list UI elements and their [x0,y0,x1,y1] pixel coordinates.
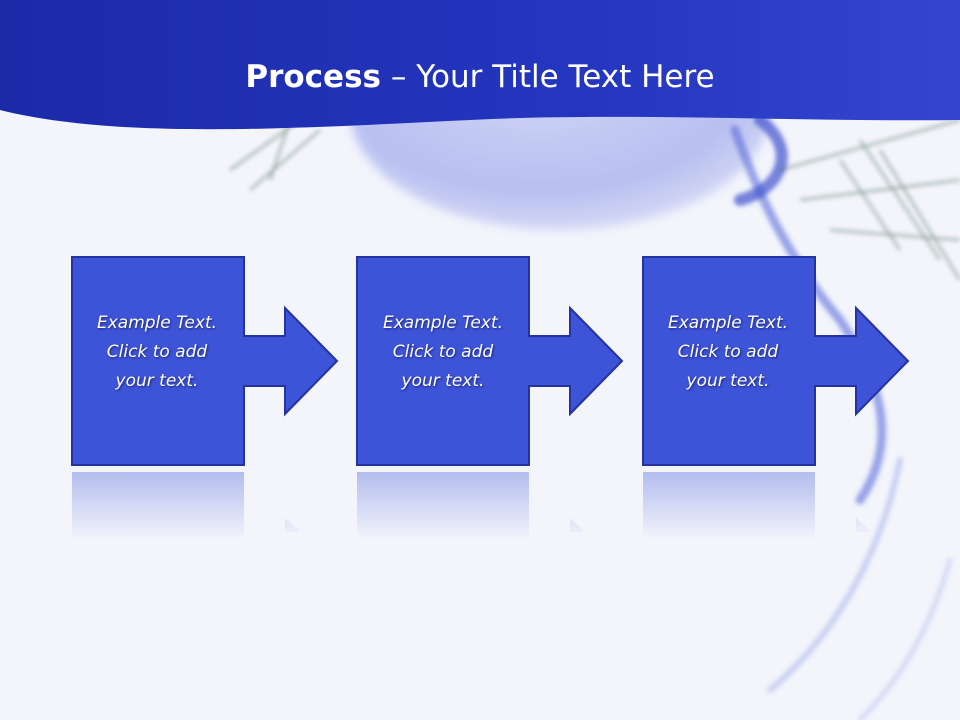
step-1-text[interactable]: Example Text. Click to add your text. [96,313,218,391]
title-bold-part: Process [245,59,381,95]
step-1-reflection [72,472,300,540]
process-step-3[interactable] [642,256,910,540]
step-3-reflection [643,472,871,540]
title-rest-part: – Your Title Text Here [381,59,715,95]
step-3-arrow-shape [642,256,910,466]
step-2-text[interactable]: Example Text. Click to add your text. [382,313,504,391]
step-2-arrow-shape [356,256,624,466]
process-step-1[interactable] [71,256,339,540]
pine-branch-image [229,119,960,281]
process-step-2[interactable] [356,256,624,540]
step-2-reflection [357,472,585,540]
slide-title[interactable]: Process – Your Title Text Here [0,52,960,102]
ribbon-image [730,114,953,720]
step-3-text[interactable]: Example Text. Click to add your text. [667,313,789,391]
step-1-arrow-shape [71,256,339,466]
header-band [0,0,960,130]
